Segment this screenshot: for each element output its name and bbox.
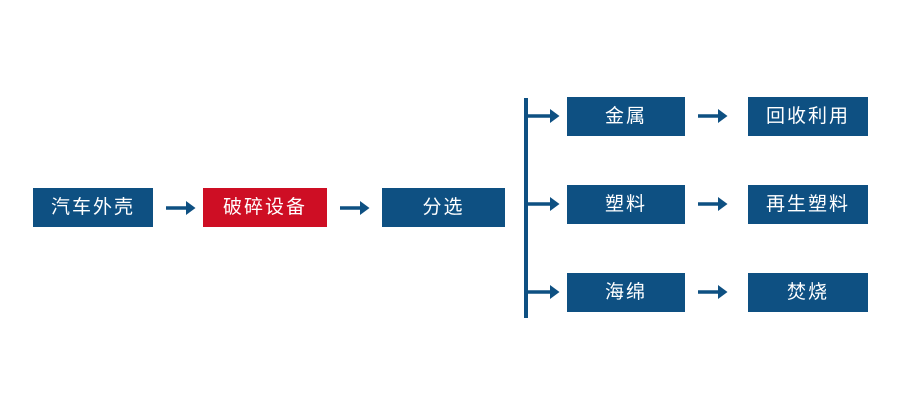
branch-arrow-right-icon-2 [526,193,560,215]
node-branch-1-outcome[interactable]: 回收利用 [748,97,868,136]
arrow-right-icon-source-to-shredder [166,197,196,219]
node-source[interactable]: 汽车外壳 [33,188,153,227]
arrow-right-icon-shredder-to-sorting [340,197,370,219]
branch-arrow-right-icon-3 [526,281,560,303]
node-branch-2-outcome[interactable]: 再生塑料 [748,185,868,224]
arrow-right-icon-branch-3 [698,281,728,303]
node-branch-1-material[interactable]: 金属 [567,97,685,136]
node-shredder[interactable]: 破碎设备 [203,188,327,227]
vertical-trunk-line [524,98,528,318]
node-branch-2-material[interactable]: 塑料 [567,185,685,224]
node-branch-3-outcome[interactable]: 焚烧 [748,273,868,312]
branch-arrow-right-icon-1 [526,105,560,127]
arrow-right-icon-branch-1 [698,105,728,127]
node-sorting[interactable]: 分选 [382,188,505,227]
node-branch-3-material[interactable]: 海绵 [567,273,685,312]
arrow-right-icon-branch-2 [698,193,728,215]
